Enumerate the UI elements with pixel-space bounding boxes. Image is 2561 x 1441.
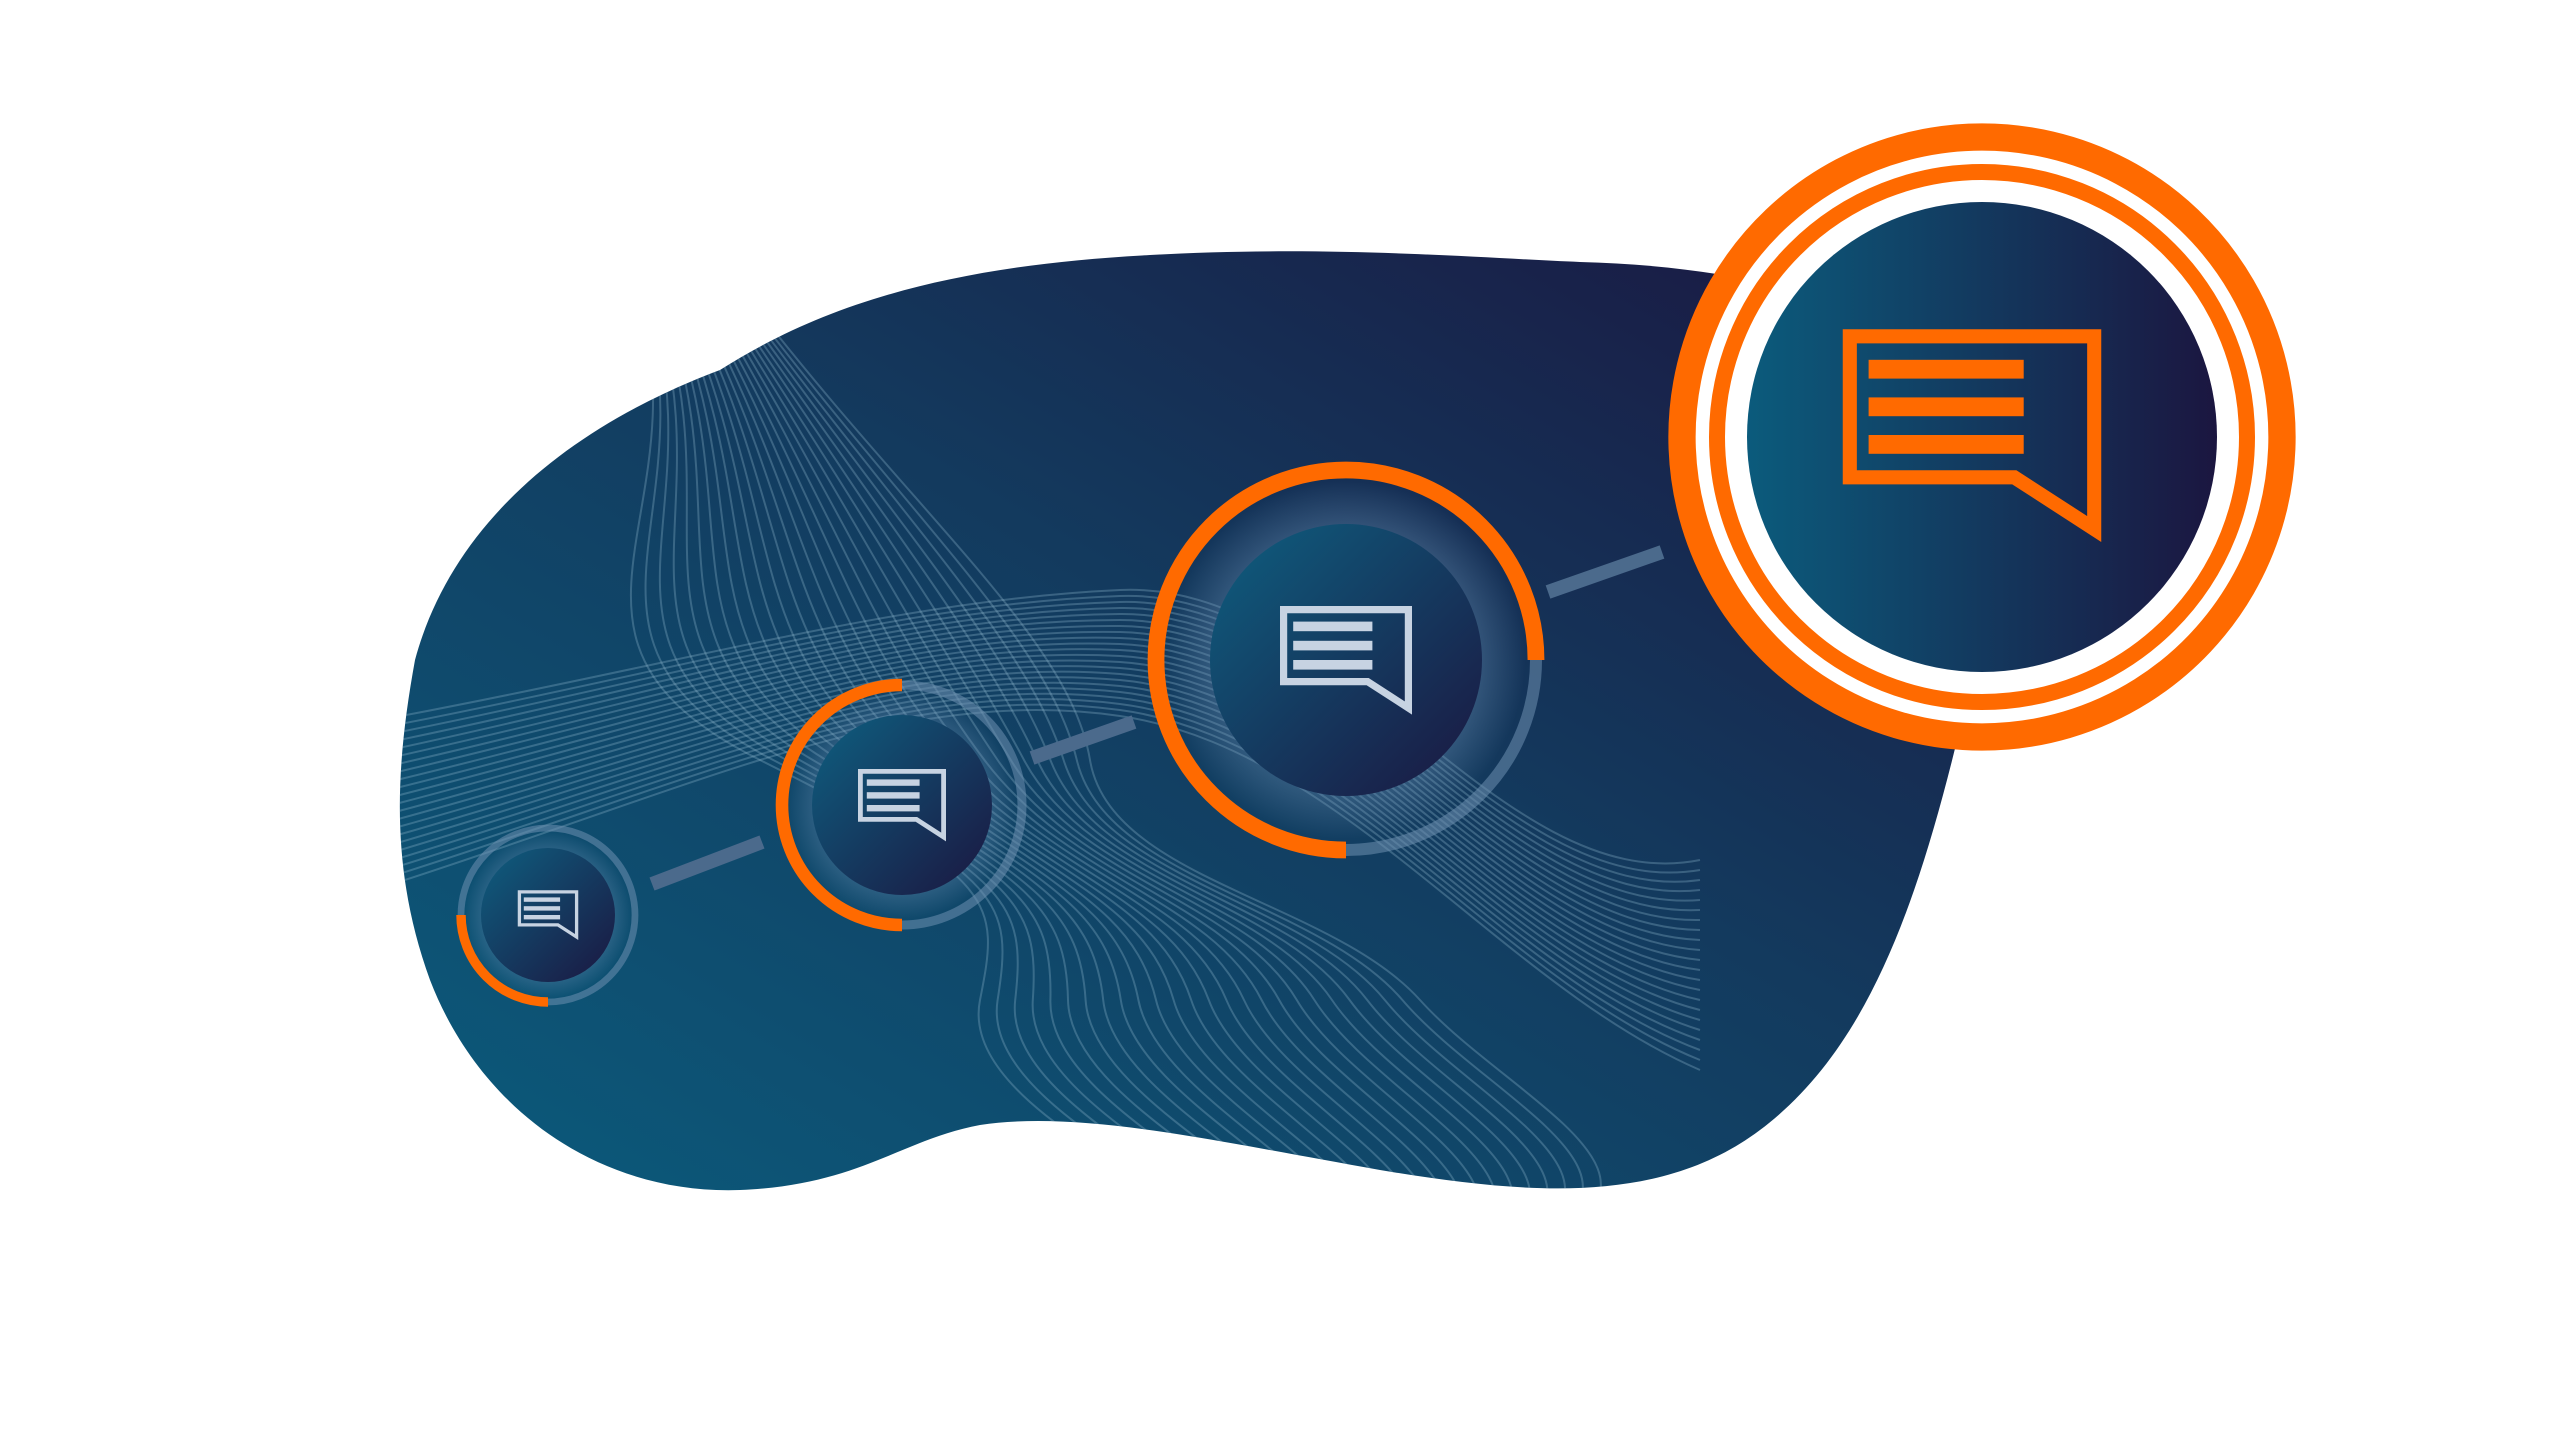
contour-line — [674, 299, 1339, 1191]
contour-line — [731, 299, 1532, 1191]
contour-line — [399, 659, 1701, 981]
contour-line — [399, 676, 1701, 1011]
contour-line — [705, 299, 1433, 1191]
contour-line — [399, 681, 1701, 1021]
message-icon — [1842, 329, 2102, 542]
contour-line — [399, 588, 1701, 865]
contour-line — [399, 653, 1701, 971]
contour-line — [683, 299, 1363, 1191]
contour-line — [399, 709, 1701, 1071]
contour-line — [749, 299, 1602, 1191]
contour-line — [399, 612, 1701, 902]
contour-line — [696, 299, 1403, 1191]
contour-line — [722, 299, 1498, 1191]
contour-line — [678, 299, 1351, 1191]
progress-arc — [775, 678, 903, 932]
contour-line — [399, 687, 1701, 1031]
contour-line — [399, 642, 1701, 951]
step-nodes — [456, 123, 2296, 1007]
progress-node-2 — [775, 678, 1027, 932]
progress-arc — [1147, 461, 1545, 859]
inner-ring — [1709, 164, 2255, 710]
progress-arc — [1668, 123, 2296, 751]
contour-line — [399, 703, 1701, 1061]
contour-line — [735, 299, 1549, 1191]
contour-line — [727, 299, 1514, 1191]
contour-line — [687, 299, 1375, 1191]
contour-line — [709, 299, 1449, 1191]
contour-line — [700, 299, 1418, 1191]
contour-line — [740, 299, 1567, 1191]
contour-line — [399, 630, 1701, 931]
contour-line — [399, 624, 1701, 922]
contour-line — [399, 692, 1701, 1041]
connector-2 — [1029, 715, 1137, 765]
message-icon — [517, 890, 579, 941]
contour-line — [399, 670, 1701, 1001]
contour-line — [399, 618, 1701, 912]
connector-3 — [1545, 545, 1665, 599]
contour-line — [399, 698, 1701, 1051]
contour-line — [718, 299, 1481, 1191]
contour-line — [744, 299, 1584, 1191]
contour-line — [399, 600, 1701, 883]
progress-node-3 — [1147, 461, 1545, 859]
connector-lines — [649, 545, 1665, 891]
contour-line — [399, 594, 1701, 874]
contour-line — [713, 299, 1465, 1191]
contour-line — [399, 665, 1701, 991]
contour-line — [399, 648, 1701, 961]
connector-1 — [649, 835, 765, 891]
message-icon — [1279, 605, 1413, 715]
contour-line — [399, 636, 1701, 941]
contour-line — [691, 299, 1389, 1191]
contour-line — [399, 606, 1701, 893]
progress-node-1 — [456, 824, 639, 1007]
message-icon — [857, 768, 947, 842]
progress-node-4 — [1668, 123, 2296, 751]
progress-arc — [456, 914, 549, 1007]
